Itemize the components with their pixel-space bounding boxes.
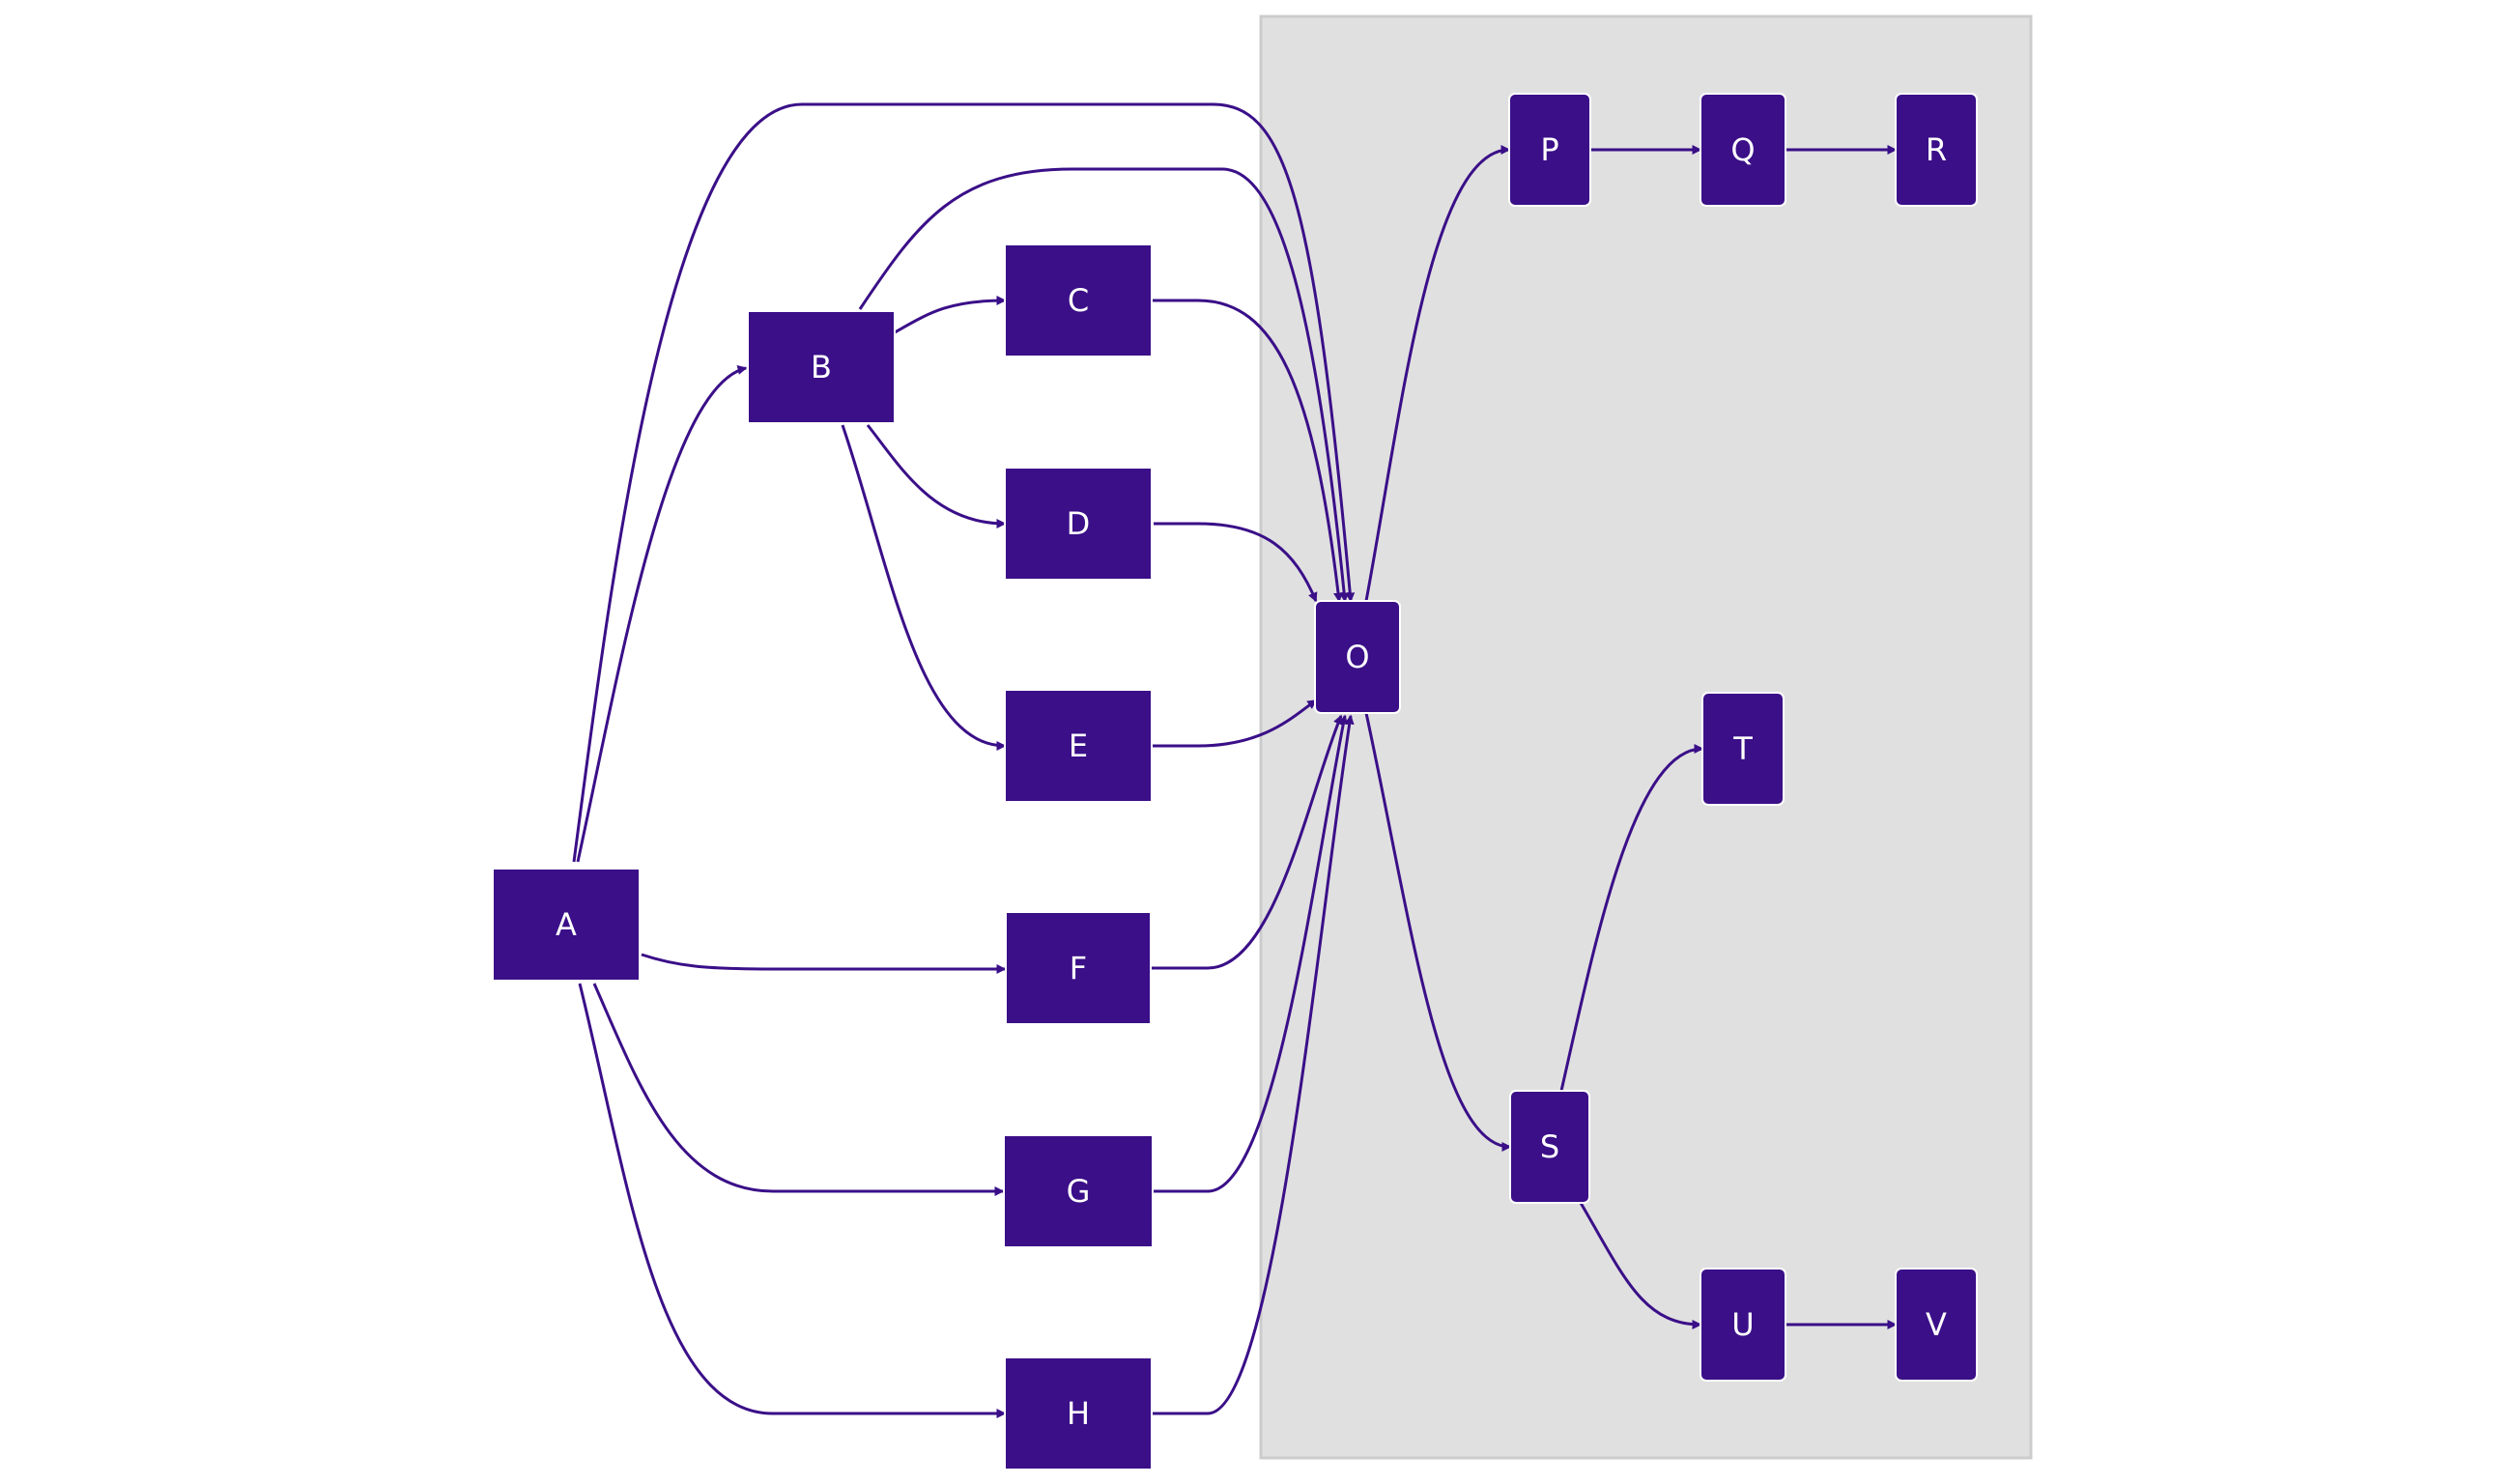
edge-path <box>1154 522 1318 603</box>
edge-path <box>572 102 1356 863</box>
node-label: E <box>1069 728 1088 764</box>
node-box <box>1003 1134 1154 1248</box>
edge-a-to-g <box>592 983 1005 1196</box>
node-box <box>747 310 896 424</box>
edge-path <box>641 953 1007 974</box>
edge-b-to-d <box>866 424 1007 528</box>
node-label: T <box>1732 730 1753 767</box>
node-f[interactable]: F <box>1005 911 1152 1025</box>
subgraph-cluster-box <box>1259 14 2033 1460</box>
node-v[interactable]: V <box>1895 1268 1978 1382</box>
edge-o-to-s <box>1364 712 1512 1152</box>
node-p[interactable]: P <box>1508 93 1591 207</box>
node-label: H <box>1067 1395 1090 1432</box>
edge-a-to-b <box>576 365 748 863</box>
edge-path <box>894 296 1007 334</box>
node-box <box>1004 689 1153 803</box>
node-label: S <box>1540 1128 1559 1165</box>
edge-path <box>841 424 1007 751</box>
node-box <box>1895 1268 1978 1382</box>
edge-path <box>1364 712 1512 1152</box>
node-c[interactable]: C <box>1004 243 1153 357</box>
edge-o-to-p <box>1364 145 1511 602</box>
edge-h-to-o <box>1152 714 1355 1415</box>
node-box <box>1700 93 1786 207</box>
edges-layer <box>572 102 1898 1418</box>
node-label: D <box>1067 505 1091 542</box>
node-box <box>492 868 641 982</box>
edge-path <box>592 983 1005 1196</box>
edge-path <box>858 167 1350 603</box>
edge-a-to-f <box>641 953 1007 974</box>
node-box <box>1004 467 1153 581</box>
node-box <box>1508 93 1591 207</box>
node-d[interactable]: D <box>1004 467 1153 581</box>
node-h[interactable]: H <box>1004 1356 1153 1470</box>
node-box <box>1005 911 1152 1025</box>
node-e[interactable]: E <box>1004 689 1153 803</box>
node-r[interactable]: R <box>1895 93 1978 207</box>
node-t[interactable]: T <box>1701 692 1785 806</box>
node-label: Q <box>1730 131 1755 168</box>
edge-g-to-o <box>1153 714 1349 1193</box>
edge-path <box>866 424 1007 528</box>
node-label: C <box>1068 282 1089 319</box>
edge-path <box>1152 714 1355 1415</box>
node-a[interactable]: A <box>492 868 641 982</box>
node-box <box>1700 1268 1786 1382</box>
edge-a-to-o <box>572 102 1356 863</box>
node-label: V <box>1926 1306 1947 1343</box>
edge-c-to-o <box>1152 299 1343 603</box>
edge-s-to-t <box>1559 744 1704 1092</box>
node-label: U <box>1731 1306 1754 1343</box>
edge-e-to-o <box>1152 699 1318 748</box>
nodes-layer: A B C D E F G H O P Q R T S U V <box>492 93 1978 1470</box>
node-q[interactable]: Q <box>1700 93 1786 207</box>
edge-path <box>1152 299 1343 603</box>
node-b[interactable]: B <box>747 310 896 424</box>
node-u[interactable]: U <box>1700 1268 1786 1382</box>
edge-path <box>1364 145 1511 602</box>
node-label: P <box>1540 131 1558 168</box>
node-label: B <box>811 349 832 385</box>
node-label: G <box>1067 1173 1091 1210</box>
edge-a-to-h <box>578 983 1007 1418</box>
edge-s-to-u <box>1579 1202 1702 1329</box>
node-box <box>1701 692 1785 806</box>
edge-path <box>578 983 1007 1418</box>
node-o[interactable]: O <box>1314 600 1401 714</box>
node-box <box>1004 1356 1153 1470</box>
edge-b-to-o <box>858 167 1350 603</box>
node-label: O <box>1345 639 1369 675</box>
edge-path <box>576 365 748 863</box>
edge-b-to-e <box>841 424 1007 751</box>
edge-path <box>1579 1202 1702 1329</box>
edge-path <box>1151 714 1343 970</box>
edge-path <box>1152 699 1318 748</box>
node-box <box>1314 600 1401 714</box>
node-label: F <box>1070 950 1087 986</box>
node-box <box>1509 1090 1590 1204</box>
edge-f-to-o <box>1151 714 1343 970</box>
edge-path <box>1559 744 1704 1092</box>
node-label: A <box>556 906 577 943</box>
edge-d-to-o <box>1154 522 1318 603</box>
edge-path <box>1153 714 1349 1193</box>
edge-b-to-c <box>894 296 1007 334</box>
node-label: R <box>1926 131 1947 168</box>
node-g[interactable]: G <box>1003 1134 1154 1248</box>
node-box <box>1004 243 1153 357</box>
node-box <box>1895 93 1978 207</box>
node-s[interactable]: S <box>1509 1090 1590 1204</box>
